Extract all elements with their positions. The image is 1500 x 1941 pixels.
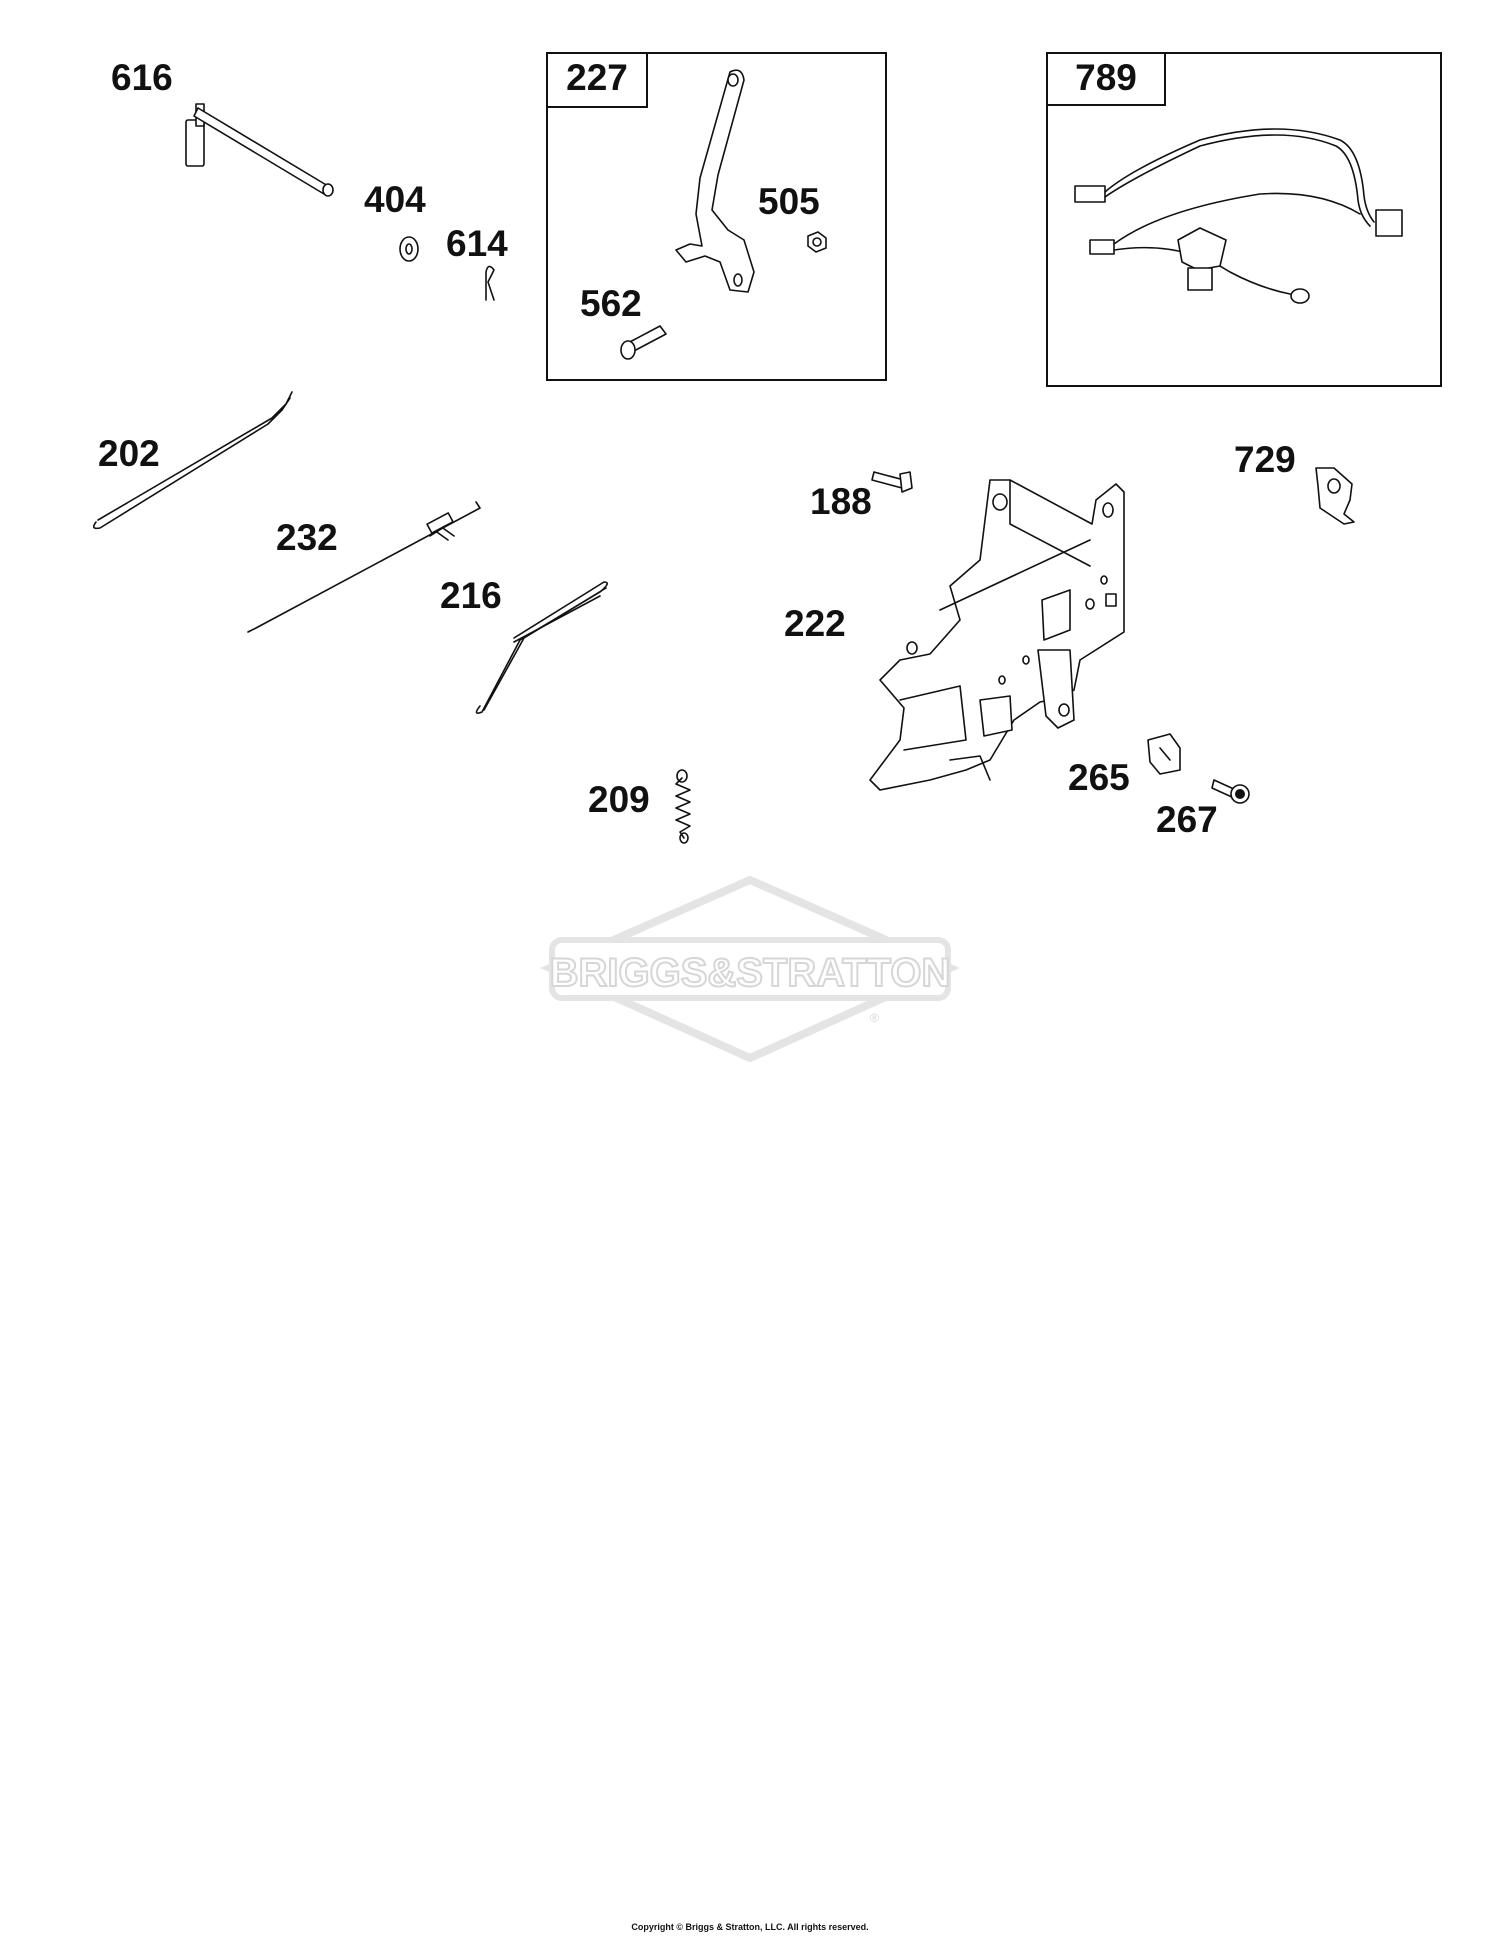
part-number-614[interactable]: 614	[446, 223, 508, 264]
pin-562-drawing	[620, 325, 667, 360]
part-number-202[interactable]: 202	[98, 433, 160, 474]
part-number-267[interactable]: 267	[1156, 799, 1218, 840]
lever-227-drawing	[675, 69, 755, 293]
part-number-505[interactable]: 505	[758, 181, 820, 222]
spring-232-drawing	[247, 501, 481, 633]
part-number-222[interactable]: 222	[784, 603, 846, 644]
bracket-222-drawing	[869, 479, 1125, 791]
hairpin-614-drawing	[485, 265, 495, 301]
copyright-notice: Copyright © Briggs & Stratton, LLC. All …	[631, 1922, 869, 1932]
part-number-227[interactable]: 227	[548, 54, 648, 108]
screw-267-drawing	[1211, 779, 1250, 804]
part-number-404[interactable]: 404	[364, 179, 426, 220]
watermark-text: BRIGGS&STRATTON	[550, 951, 951, 995]
part-number-789[interactable]: 789	[1048, 54, 1166, 106]
link-202-drawing	[92, 391, 293, 530]
shaft-616-drawing	[185, 103, 334, 197]
part-number-209[interactable]: 209	[588, 779, 650, 820]
washer-404-drawing	[399, 236, 419, 262]
part-number-216[interactable]: 216	[440, 575, 502, 616]
harness-789-drawing	[1074, 128, 1403, 304]
nut-505-drawing	[807, 231, 827, 253]
spring-209-drawing	[675, 769, 691, 844]
part-number-729[interactable]: 729	[1234, 439, 1296, 480]
clip-265-drawing	[1147, 733, 1181, 775]
part-number-616[interactable]: 616	[111, 57, 173, 98]
part-number-562[interactable]: 562	[580, 283, 642, 324]
bolt-188-drawing	[871, 471, 913, 493]
clip-729-drawing	[1315, 467, 1355, 525]
briggs-stratton-watermark: BRIGGS&STRATTON ®	[540, 875, 960, 1063]
part-number-232[interactable]: 232	[276, 517, 338, 558]
part-number-188[interactable]: 188	[810, 481, 872, 522]
link-216-drawing	[475, 581, 608, 714]
watermark-registered-mark: ®	[870, 1011, 879, 1025]
part-number-265[interactable]: 265	[1068, 757, 1130, 798]
kit-box-227: 227	[546, 52, 887, 381]
kit-box-789: 789	[1046, 52, 1442, 387]
